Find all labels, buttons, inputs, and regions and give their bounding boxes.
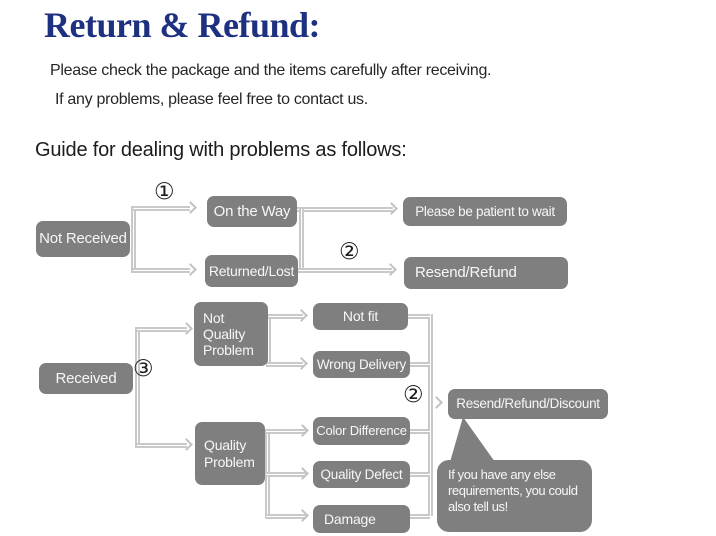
connector-line xyxy=(408,429,430,434)
speech-bubble: If you have any else requirements, you c… xyxy=(437,460,592,532)
arrowhead-icon xyxy=(295,357,308,370)
arrowhead-icon xyxy=(295,309,308,322)
arrowhead-icon xyxy=(296,509,309,522)
connector-line xyxy=(266,429,306,434)
connector-line xyxy=(267,362,303,367)
connector-line xyxy=(296,207,393,212)
node-quality-problem: Quality Problem xyxy=(195,422,265,485)
node-wrong-delivery: Wrong Delivery xyxy=(313,351,410,378)
connector-line xyxy=(299,209,304,271)
node-resend-refund: Resend/Refund xyxy=(404,257,568,289)
connector-line xyxy=(133,206,190,211)
arrowhead-icon xyxy=(296,467,309,480)
connector-line xyxy=(137,327,187,332)
connector-line xyxy=(408,472,430,477)
connector-line xyxy=(408,362,430,367)
connector-line xyxy=(133,268,190,273)
page-title: Return & Refund: xyxy=(44,5,321,45)
node-quality-defect: Quality Defect xyxy=(313,461,410,488)
arrowhead-icon xyxy=(384,263,397,276)
circled-number-2-bottom: ② xyxy=(403,382,424,408)
connector-line xyxy=(297,268,392,273)
connector-line xyxy=(428,314,433,516)
node-damage: Damage xyxy=(313,505,410,533)
bubble-line-1: If you have any else xyxy=(448,467,556,482)
intro-line-1: Please check the package and the items c… xyxy=(50,62,492,79)
node-resend-refund-discount: Resend/Refund/Discount xyxy=(448,389,608,419)
arrowhead-icon xyxy=(180,322,193,335)
arrowhead-icon xyxy=(385,202,398,215)
arrowhead-icon xyxy=(184,263,197,276)
node-not-received: Not Received xyxy=(36,221,130,257)
intro-line-2: If any problems, please feel free to con… xyxy=(55,91,368,108)
arrowhead-icon xyxy=(296,424,309,437)
node-not-quality-problem: Not Quality Problem xyxy=(194,302,268,366)
node-not-fit: Not fit xyxy=(313,303,408,330)
connector-line xyxy=(137,443,187,448)
section-heading: Guide for dealing with problems as follo… xyxy=(35,139,407,161)
connector-line xyxy=(135,327,140,448)
bubble-line-2: requirements, you could xyxy=(448,482,578,498)
connector-line xyxy=(131,206,136,273)
connector-line xyxy=(266,514,306,519)
node-returned-lost: Returned/Lost xyxy=(205,255,298,287)
connector-line xyxy=(266,472,306,477)
arrowhead-icon xyxy=(180,438,193,451)
connector-line xyxy=(408,514,430,519)
circled-number-1: ① xyxy=(154,179,175,205)
arrowhead-icon xyxy=(184,201,197,214)
circled-number-2-top: ② xyxy=(339,239,360,265)
node-received: Received xyxy=(39,363,133,394)
node-please-be-patient: Please be patient to wait xyxy=(403,197,567,226)
node-color-difference: Color Difference xyxy=(313,417,410,445)
speech-bubble-tail xyxy=(450,417,495,462)
connector-line xyxy=(267,314,303,319)
circled-number-3: ③ xyxy=(133,356,154,382)
node-on-the-way: On the Way xyxy=(207,196,297,227)
bubble-line-3: also tell us! xyxy=(448,498,508,514)
connector-line xyxy=(406,314,430,319)
